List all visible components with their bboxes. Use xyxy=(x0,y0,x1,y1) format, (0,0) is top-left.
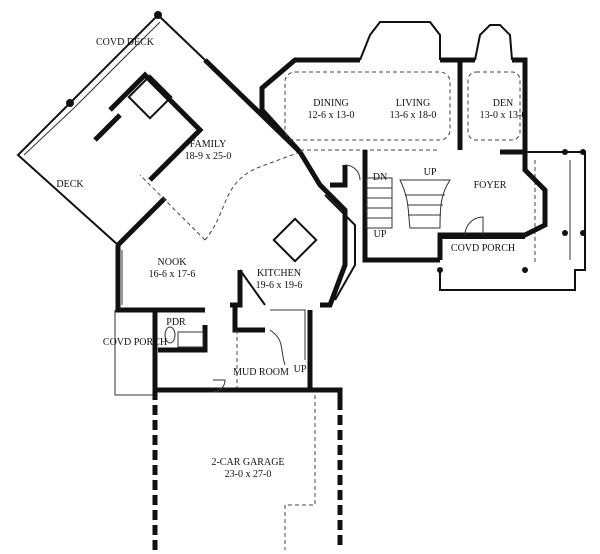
dining-living-walls xyxy=(259,21,463,154)
foyer-label: FOYER xyxy=(474,180,507,191)
covd-deck-label: COVD DECK xyxy=(96,37,155,48)
kitchen-island xyxy=(272,217,318,263)
kitchen-size: 19-6 x 19-6 xyxy=(256,280,303,291)
fireplace xyxy=(127,74,173,120)
stairs-dn-label: DN xyxy=(373,172,387,183)
front-porch-label: COVD PORCH xyxy=(451,243,515,254)
kitchen-label: KITCHEN xyxy=(257,268,301,279)
family-size: 18-9 x 25-0 xyxy=(185,151,232,162)
stairs-up-lower-label: UP xyxy=(374,229,387,240)
deck-label: DECK xyxy=(56,179,84,190)
deck-outline xyxy=(16,11,206,246)
foyer-walls xyxy=(330,150,548,263)
nook-size: 16-6 x 17-6 xyxy=(149,269,196,280)
side-porch xyxy=(114,310,155,396)
mudroom-walls xyxy=(232,305,313,390)
mud-stairs-up-label: UP xyxy=(294,364,307,375)
dining-label: DINING xyxy=(313,98,349,109)
main-staircase xyxy=(366,177,451,229)
dining-size: 12-6 x 13-0 xyxy=(308,110,355,121)
right-porch xyxy=(437,149,586,291)
mud-room-label: MUD ROOM xyxy=(233,367,289,378)
pdr-label: PDR xyxy=(166,317,186,328)
den-walls xyxy=(460,24,528,155)
den-size: 13-0 x 13-0 xyxy=(480,110,527,121)
den-label: DEN xyxy=(493,98,514,109)
toilet xyxy=(164,326,176,344)
family-label: FAMILY xyxy=(190,139,227,150)
garage-label: 2-CAR GARAGE xyxy=(211,457,284,468)
living-size: 13-6 x 18-0 xyxy=(390,110,437,121)
deck-post xyxy=(66,99,74,107)
living-label: LIVING xyxy=(396,98,430,109)
stairs-up-label: UP xyxy=(424,167,437,178)
nook-walls xyxy=(115,245,155,313)
sink xyxy=(177,331,204,348)
pdr-walls xyxy=(152,307,208,390)
deck-post xyxy=(154,11,162,19)
garage-walls xyxy=(152,379,343,550)
garage-size: 23-0 x 27-0 xyxy=(225,469,272,480)
nook-label: NOOK xyxy=(158,257,188,268)
side-porch-label: COVD PORCH xyxy=(103,337,167,348)
